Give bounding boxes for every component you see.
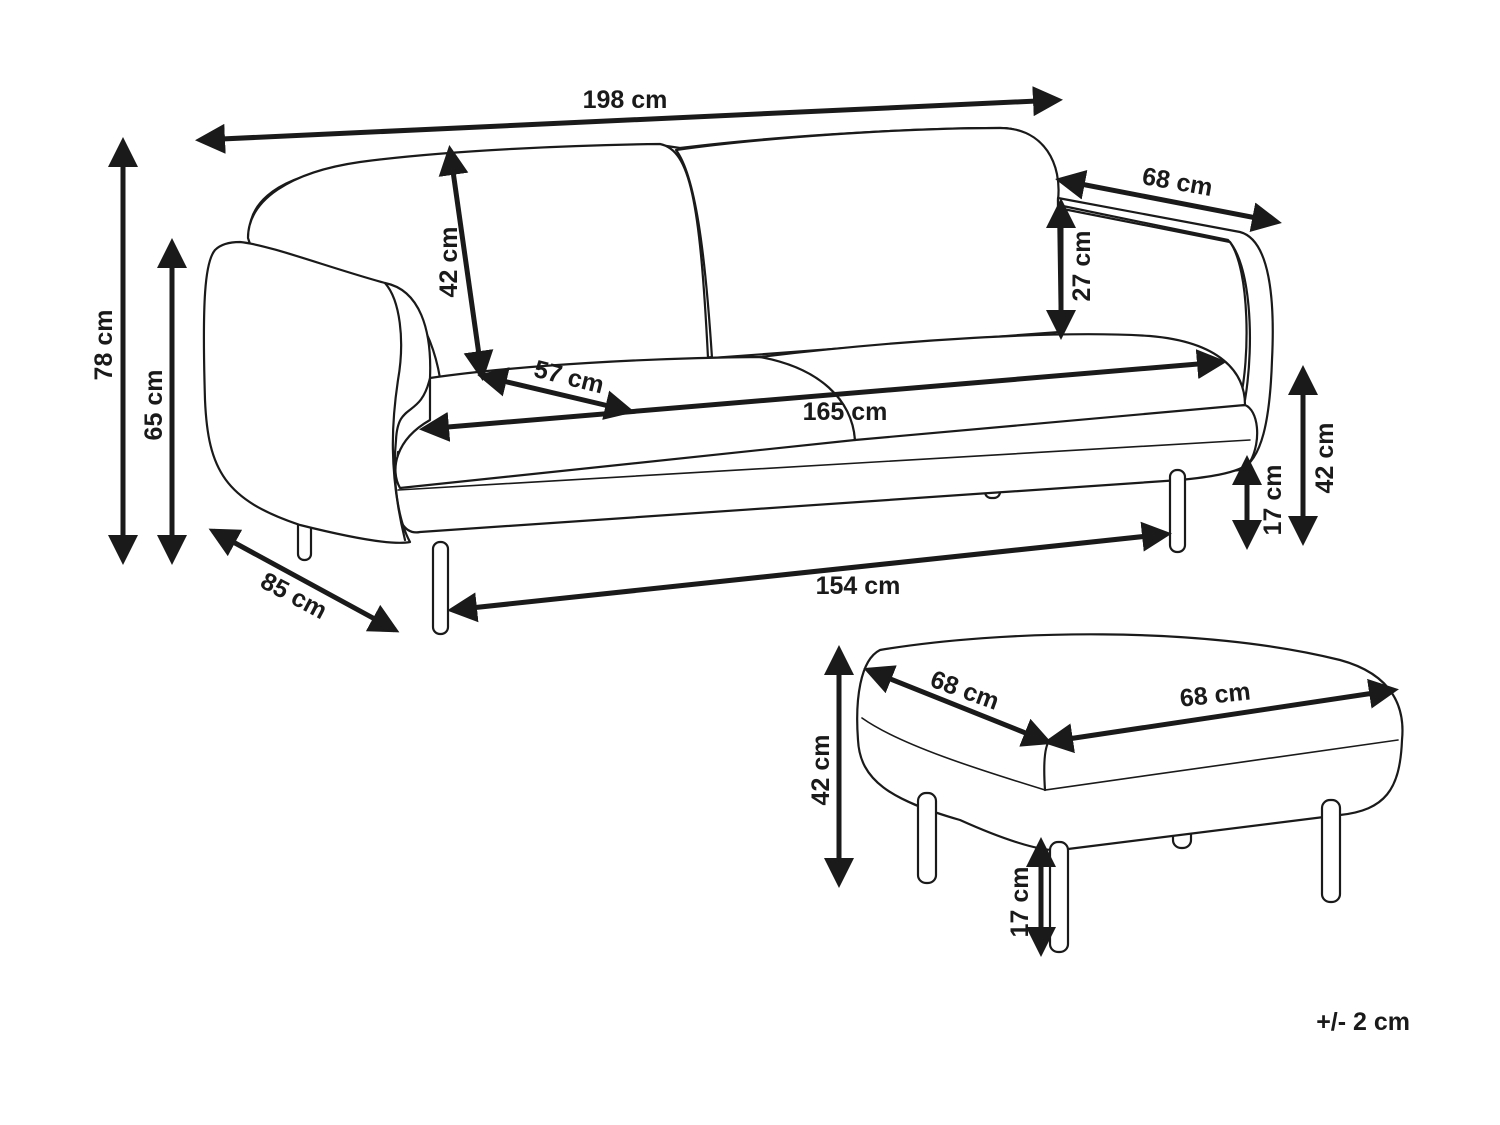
- sofa-front-leg-right: [1168, 468, 1187, 554]
- arrow-sofa-total-width: [195, 86, 1063, 154]
- arrow-ottoman-depth: [863, 665, 1053, 747]
- arrow-sofa-armrest-depth: [1055, 170, 1282, 232]
- label-sofa-seat-height: 42 cm: [1311, 423, 1339, 494]
- label-ottoman-leg-height: 17 cm: [1006, 867, 1034, 938]
- label-ottoman-height: 42 cm: [807, 735, 835, 806]
- sofa-back-cushion-right: [674, 126, 1062, 360]
- arrow-ottoman-width: [1043, 678, 1399, 754]
- tolerance-note: +/- 2 cm: [1316, 1008, 1410, 1036]
- ottoman-leg-front: [1048, 840, 1070, 954]
- label-sofa-backrest-height: 42 cm: [435, 227, 463, 298]
- sofa-left-arm: [202, 240, 432, 544]
- label-sofa-leg-height: 17 cm: [1259, 465, 1287, 536]
- label-sofa-total-height: 78 cm: [90, 310, 118, 381]
- arrow-sofa-backrest-height: [438, 145, 494, 381]
- label-sofa-armrest-above-seat: 27 cm: [1068, 231, 1096, 302]
- label-sofa-seat-width: 165 cm: [803, 398, 888, 426]
- arrow-sofa-leg-span: [447, 521, 1172, 623]
- label-sofa-leg-span: 154 cm: [816, 572, 901, 600]
- ottoman-leg-right: [1320, 798, 1342, 904]
- sofa-drawing: [202, 126, 1274, 636]
- arrow-sofa-seat-width: [419, 349, 1227, 442]
- label-sofa-total-width: 198 cm: [583, 86, 668, 114]
- sofa-front-leg-left: [431, 540, 450, 636]
- label-sofa-armrest-height: 65 cm: [140, 370, 168, 441]
- arrow-sofa-depth: [208, 528, 400, 633]
- dimension-arrows: [108, 86, 1399, 957]
- ottoman-leg-left: [916, 791, 938, 885]
